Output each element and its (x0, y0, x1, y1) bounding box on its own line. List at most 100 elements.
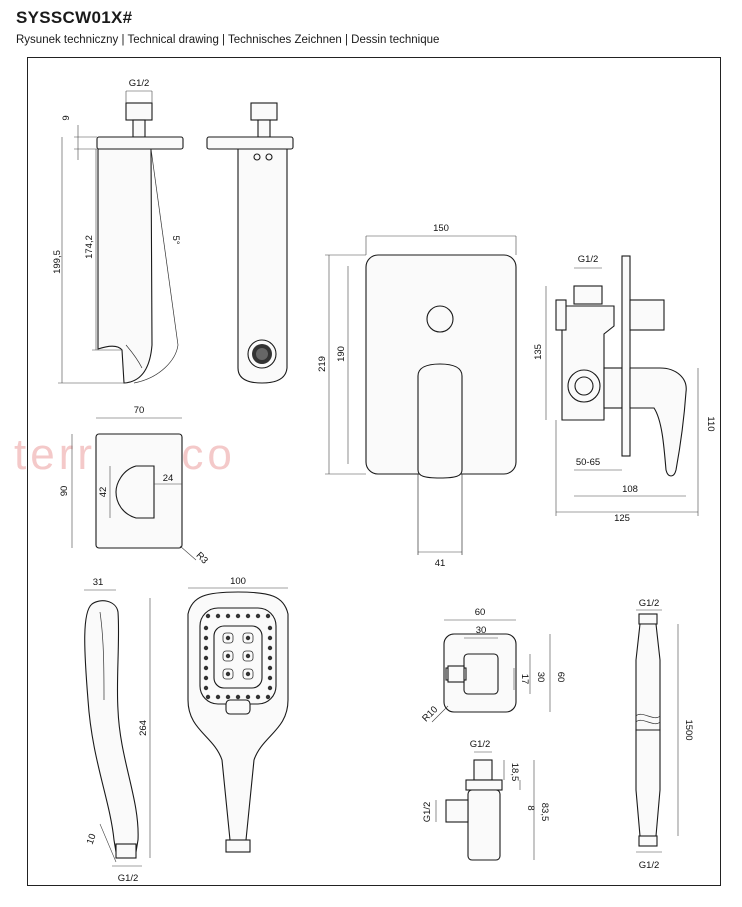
dim-shower-thread: G1/2 (118, 873, 139, 884)
dim-spout-height: 199,5 (52, 250, 63, 274)
hose-dimensions: G1/2 1500 G1/2 (636, 598, 694, 871)
nozzle (215, 613, 221, 619)
dim-body-depth-125: 125 (614, 513, 630, 524)
drawing-frame (27, 57, 721, 886)
valve-body-side (555, 255, 687, 477)
nozzle-grid (203, 613, 273, 700)
spout-front-view (206, 102, 294, 384)
nozzle (225, 671, 231, 677)
nozzle (245, 671, 251, 677)
dim-outlet-thread-top: G1/2 (470, 739, 491, 750)
nozzle (255, 613, 261, 619)
dim-body-thread: G1/2 (578, 254, 599, 265)
dim-plate-height-inner: 190 (336, 346, 347, 362)
hand-shower-side-dimensions: 31 264 10 G1/2 (84, 577, 151, 884)
dim-spout-angle: 5° (170, 235, 181, 244)
mixer-plate-front (365, 254, 517, 555)
nozzle-pad (222, 650, 234, 662)
nozzle (205, 613, 211, 619)
nozzle-pad (222, 632, 234, 644)
dim-hose-thread-top: G1/2 (639, 598, 660, 609)
dim-outlet-radius: R10 (420, 704, 440, 724)
nozzle (267, 645, 273, 651)
dim-small-plate-height: 90 (59, 486, 70, 497)
dim-spout-inner: 174,2 (84, 235, 95, 259)
nozzle (267, 685, 273, 691)
nozzle (203, 655, 209, 661)
dim-outlet-height: 60 (555, 672, 566, 683)
nozzle (203, 685, 209, 691)
nozzle (235, 613, 241, 619)
nozzle (203, 665, 209, 671)
page-title: SYSSCW01X# (16, 8, 133, 27)
dim-small-radius: R3 (194, 550, 210, 566)
nozzle (203, 625, 209, 631)
dim-body-lever: 110 (705, 416, 716, 431)
valve-body-dimensions: G1/2 135 50-65 108 125 110 (533, 254, 716, 524)
dim-plate-width: 150 (433, 223, 449, 234)
nozzle (225, 635, 231, 641)
nozzle (265, 613, 271, 619)
dim-outlet-17: 17 (519, 674, 530, 685)
nozzle (265, 694, 271, 700)
nozzle (205, 694, 211, 700)
nozzle-pad (222, 668, 234, 680)
hand-shower-side (84, 600, 139, 859)
nozzle (267, 635, 273, 641)
nozzle (215, 694, 221, 700)
dim-shower-neck: 10 (85, 832, 99, 846)
dim-spout-top: 9 (61, 115, 72, 120)
nozzle (245, 694, 251, 700)
shower-hose (635, 613, 661, 847)
dim-spout-thread: G1/2 (129, 78, 150, 89)
dim-hose-thread-bottom: G1/2 (639, 860, 660, 871)
dim-outlet-width: 60 (475, 607, 486, 618)
nozzle (245, 613, 251, 619)
nozzle (255, 694, 261, 700)
dim-outlet-thread-side: G1/2 (422, 802, 433, 823)
page-subtitle: Rysunek techniczny | Technical drawing |… (16, 34, 440, 46)
dim-small-plate-width: 70 (134, 405, 145, 416)
nozzle (235, 694, 241, 700)
nozzle (267, 625, 273, 631)
hand-shower-front-dimensions: 100 (188, 576, 288, 589)
dim-outlet-8: 8 (525, 805, 536, 810)
nozzle (225, 653, 231, 659)
dim-lever-width: 41 (435, 558, 446, 569)
dim-small-hook-w: 24 (163, 473, 174, 484)
dim-shower-head-width: 100 (230, 576, 246, 587)
dim-outlet-inner: 30 (476, 625, 487, 636)
nozzle-pad (242, 632, 254, 644)
nozzle (203, 675, 209, 681)
dim-shower-side-width: 31 (93, 577, 104, 588)
dim-body-height: 135 (533, 344, 544, 360)
nozzle (267, 655, 273, 661)
dim-outlet-18-5: 18,5 (509, 763, 520, 782)
outlet-side-dimensions: G1/2 18,5 8 83,5 G1/2 (422, 739, 550, 860)
dim-plate-height-outer: 219 (317, 356, 328, 372)
dim-small-hook-h: 42 (98, 487, 109, 498)
nozzle (225, 613, 231, 619)
spout-side-view (96, 102, 184, 384)
nozzle (245, 635, 251, 641)
nozzle-pad (242, 650, 254, 662)
nozzle (267, 665, 273, 671)
nozzle (203, 645, 209, 651)
plate-dimensions: 150 219 190 41 (317, 223, 517, 569)
dim-outlet-inner-h: 30 (535, 672, 546, 683)
hand-shower-front (187, 591, 289, 853)
small-wall-plate (95, 433, 183, 549)
spout-dimensions: G1/2 9 199,5 174,2 5° (52, 78, 181, 384)
outlet-elbow-side (445, 759, 503, 861)
dim-body-depth-108: 108 (622, 484, 638, 495)
nozzle (267, 675, 273, 681)
nozzle (245, 653, 251, 659)
dim-body-range: 50-65 (576, 457, 600, 468)
dim-shower-length: 264 (138, 720, 149, 736)
outlet-elbow-front (443, 633, 517, 713)
dim-outlet-83-5: 83,5 (539, 803, 550, 822)
nozzle (225, 694, 231, 700)
nozzle (203, 635, 209, 641)
nozzle-pad (242, 668, 254, 680)
